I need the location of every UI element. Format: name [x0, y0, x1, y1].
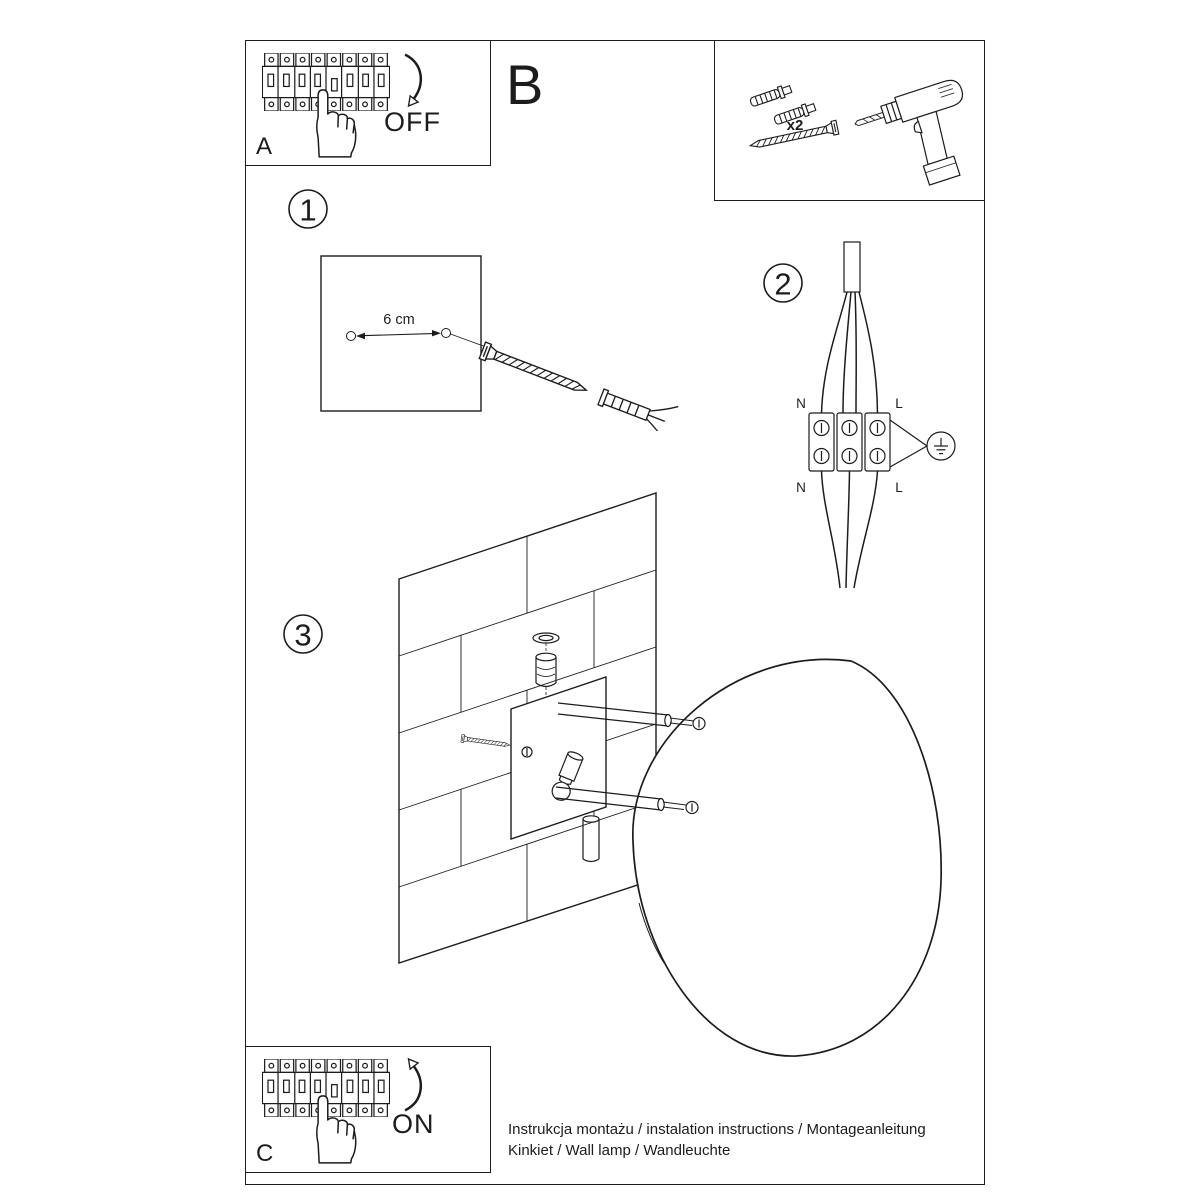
- hole-spacing-label: 6 cm: [383, 312, 414, 328]
- pointing-hand-icon: [316, 1095, 357, 1164]
- quantity-label: x2: [787, 117, 804, 134]
- step-2-badge: 2: [763, 263, 803, 303]
- upper-socket: [532, 632, 560, 697]
- power-on-panel: C ON: [246, 1046, 491, 1173]
- arrow-down-icon: [404, 53, 422, 108]
- output-wires: [820, 470, 879, 589]
- footer-line-2: Kinkiet / Wall lamp / Wandleuchte: [508, 1142, 731, 1159]
- power-off-label: OFF: [384, 107, 441, 137]
- template-square: [320, 255, 482, 412]
- step-1-number: 1: [299, 193, 316, 228]
- terminal-label-n-bottom: N: [796, 480, 806, 495]
- tools-illustration: x2: [748, 76, 985, 201]
- mounting-rod-bottom: [555, 786, 699, 815]
- terminal-label-n-top: N: [796, 396, 806, 411]
- terminal-label-l-top: L: [895, 396, 903, 411]
- power-on-label: ON: [392, 1109, 435, 1139]
- drill-icon: [850, 76, 985, 201]
- mounting-plate-assembly: [460, 632, 706, 863]
- dimension-line: [364, 333, 434, 337]
- step-2-number: 2: [774, 267, 791, 302]
- step-1-drilling-diagram: 1 6 cm: [288, 189, 679, 431]
- step-3-number: 3: [294, 618, 311, 653]
- wall-plug-icon: [748, 82, 794, 109]
- screw-icon: [478, 341, 591, 400]
- panel-c-label: C: [256, 1140, 274, 1167]
- section-b-label: B: [506, 53, 544, 116]
- arrow-up-icon: [404, 1057, 422, 1112]
- lampshade-seam: [638, 902, 665, 964]
- lampshade: [632, 658, 943, 1057]
- step-3-mounting-diagram: 3: [283, 492, 943, 1057]
- drilling-template: [320, 255, 482, 412]
- step-2-wiring-diagram: 2 N L N L: [763, 241, 956, 589]
- power-off-panel: A OFF: [246, 41, 491, 166]
- step-1-badge: 1: [288, 189, 328, 229]
- terminal-block: [808, 412, 891, 472]
- supply-cable: [820, 241, 879, 414]
- footer-caption: Instrukcja montażu / instalation instruc…: [508, 1119, 926, 1161]
- wall-plug-icons: [748, 82, 818, 127]
- hanging-cylinder: [582, 815, 600, 863]
- axis-line: [450, 333, 487, 348]
- wall-plug-expanded-icon: [593, 378, 679, 431]
- drill-hole-left: [346, 331, 356, 341]
- pointing-hand-icon: [316, 89, 357, 158]
- panel-a-label: A: [256, 133, 273, 160]
- dimension-arrow-right: [432, 330, 441, 337]
- content-frame: A OFF B x2 1: [245, 40, 985, 1185]
- earth-symbol-icon: [889, 419, 956, 468]
- mounting-rod-top: [557, 702, 706, 731]
- step-3-badge: 3: [283, 614, 323, 654]
- terminal-label-l-bottom: L: [895, 480, 903, 495]
- mounting-plate: [510, 676, 607, 840]
- footer-line-1: Instrukcja montażu / instalation instruc…: [508, 1121, 926, 1138]
- drill-hole-right: [441, 328, 451, 338]
- dimension-arrow-left: [356, 332, 365, 340]
- tools-panel: x2: [714, 41, 985, 201]
